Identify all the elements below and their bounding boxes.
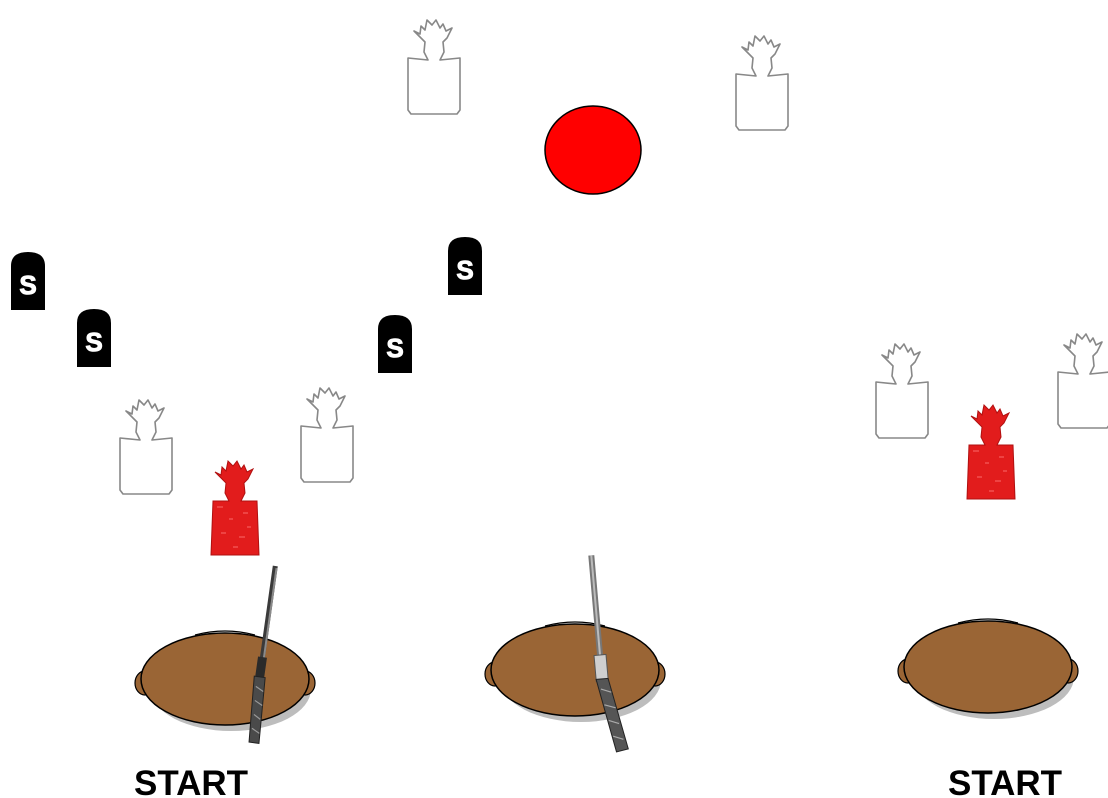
red-cowboy-target-icon xyxy=(211,461,259,555)
steel-plate-icon: S xyxy=(11,252,45,310)
cowboy-target-icon xyxy=(120,400,172,494)
steel-plate-letter: S xyxy=(85,327,102,357)
red-cowboy-target-icon xyxy=(967,405,1015,499)
red-plate-icon xyxy=(545,106,641,194)
cowboy-target-icon xyxy=(301,388,353,482)
cowboy-target-icon xyxy=(736,36,788,130)
cowboy-target-icon xyxy=(408,20,460,114)
start-label-right: START xyxy=(948,764,1062,798)
shooting-table-icon xyxy=(898,619,1078,719)
cowboy-target-icon xyxy=(1058,334,1108,428)
steel-plate-icon: S xyxy=(448,237,482,295)
steel-plate-letter: S xyxy=(386,333,403,363)
steel-plate-letter: S xyxy=(19,270,36,300)
shooting-table-icon xyxy=(135,631,315,731)
cowboy-target-icon xyxy=(876,344,928,438)
steel-plate-icon: S xyxy=(378,315,412,373)
steel-plate-icon: S xyxy=(77,309,111,367)
start-label-left: START xyxy=(134,764,248,798)
shooting-table-icon xyxy=(485,622,665,722)
steel-plate-letter: S xyxy=(456,255,473,285)
